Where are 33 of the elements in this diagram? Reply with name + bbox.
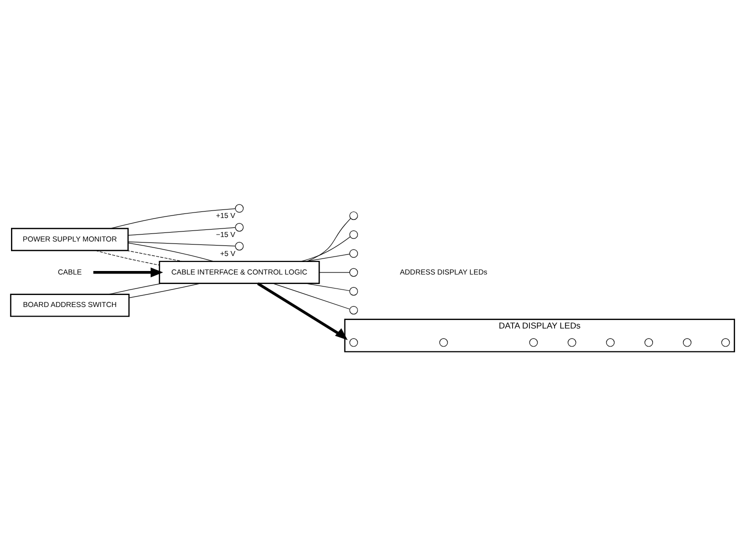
connector xyxy=(306,218,351,262)
node-circle xyxy=(682,338,692,346)
node-circle xyxy=(349,338,358,346)
node-circle xyxy=(644,338,654,346)
arrow xyxy=(257,282,348,340)
connector xyxy=(272,282,350,309)
node-circle xyxy=(235,241,244,250)
node-circle xyxy=(568,338,576,346)
connector xyxy=(108,282,162,294)
connector xyxy=(128,240,236,246)
node-circle xyxy=(349,210,358,220)
connector xyxy=(110,208,236,228)
cluster: DATA DISPLAY LEDs xyxy=(344,318,736,352)
connector xyxy=(300,236,351,262)
node-circle xyxy=(349,230,358,238)
node-circle xyxy=(606,338,615,346)
connector xyxy=(305,253,350,262)
connector xyxy=(128,242,214,262)
node-circle xyxy=(721,338,730,346)
node-circle xyxy=(349,268,358,276)
node-circle xyxy=(529,338,538,346)
connector xyxy=(126,250,183,262)
connector xyxy=(95,250,160,265)
arrow xyxy=(93,267,164,277)
node-circle xyxy=(349,305,358,314)
connector xyxy=(305,282,350,291)
node-circle xyxy=(235,222,244,232)
connector xyxy=(128,226,236,236)
node-circle xyxy=(349,248,358,258)
node-circle xyxy=(349,286,358,296)
node-circle xyxy=(439,338,448,346)
connector xyxy=(128,282,201,298)
node-circle xyxy=(235,204,244,212)
